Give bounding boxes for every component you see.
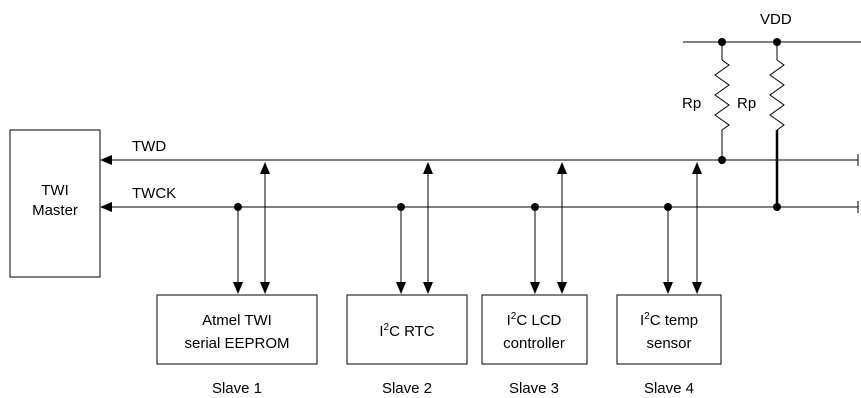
master-line2: Master xyxy=(32,202,78,219)
slave-2-caption: Slave 2 xyxy=(382,380,432,397)
slave-1-line2: serial EEPROM xyxy=(184,335,289,352)
slave-4: I2C temp sensor Slave 4 xyxy=(616,162,722,397)
resistor-1-label: Rp xyxy=(682,95,701,112)
twck-label: TWCK xyxy=(132,185,176,202)
slave-2-line1: I2C RTC xyxy=(379,322,434,340)
slave-1-caption: Slave 1 xyxy=(212,380,262,397)
slave-4-line1: I2C temp xyxy=(640,311,698,329)
twi-master-box: TWI Master xyxy=(9,129,101,278)
resistor-2-label: Rp xyxy=(737,95,756,112)
slave-3: I2C LCD controller Slave 3 xyxy=(481,162,588,397)
vdd-label: VDD xyxy=(760,11,792,28)
master-line1: TWI xyxy=(41,182,69,199)
slave-3-caption: Slave 3 xyxy=(509,380,559,397)
twck-line: TWCK xyxy=(100,185,859,213)
twd-label: TWD xyxy=(132,138,166,155)
slave-3-line2: controller xyxy=(503,335,565,352)
twd-line: TWD xyxy=(100,138,859,166)
slave-4-line2: sensor xyxy=(646,335,691,352)
slave-1-line1: Atmel TWI xyxy=(202,312,272,329)
slave-2: I2C RTC Slave 2 xyxy=(346,162,468,397)
pullup-resistor-2: Rp xyxy=(737,38,785,211)
slave-1: Atmel TWI serial EEPROM Slave 1 xyxy=(156,162,318,397)
slave-3-line1: I2C LCD xyxy=(507,311,562,329)
slave-4-caption: Slave 4 xyxy=(644,380,694,397)
pullup-resistor-1: Rp xyxy=(682,38,730,164)
